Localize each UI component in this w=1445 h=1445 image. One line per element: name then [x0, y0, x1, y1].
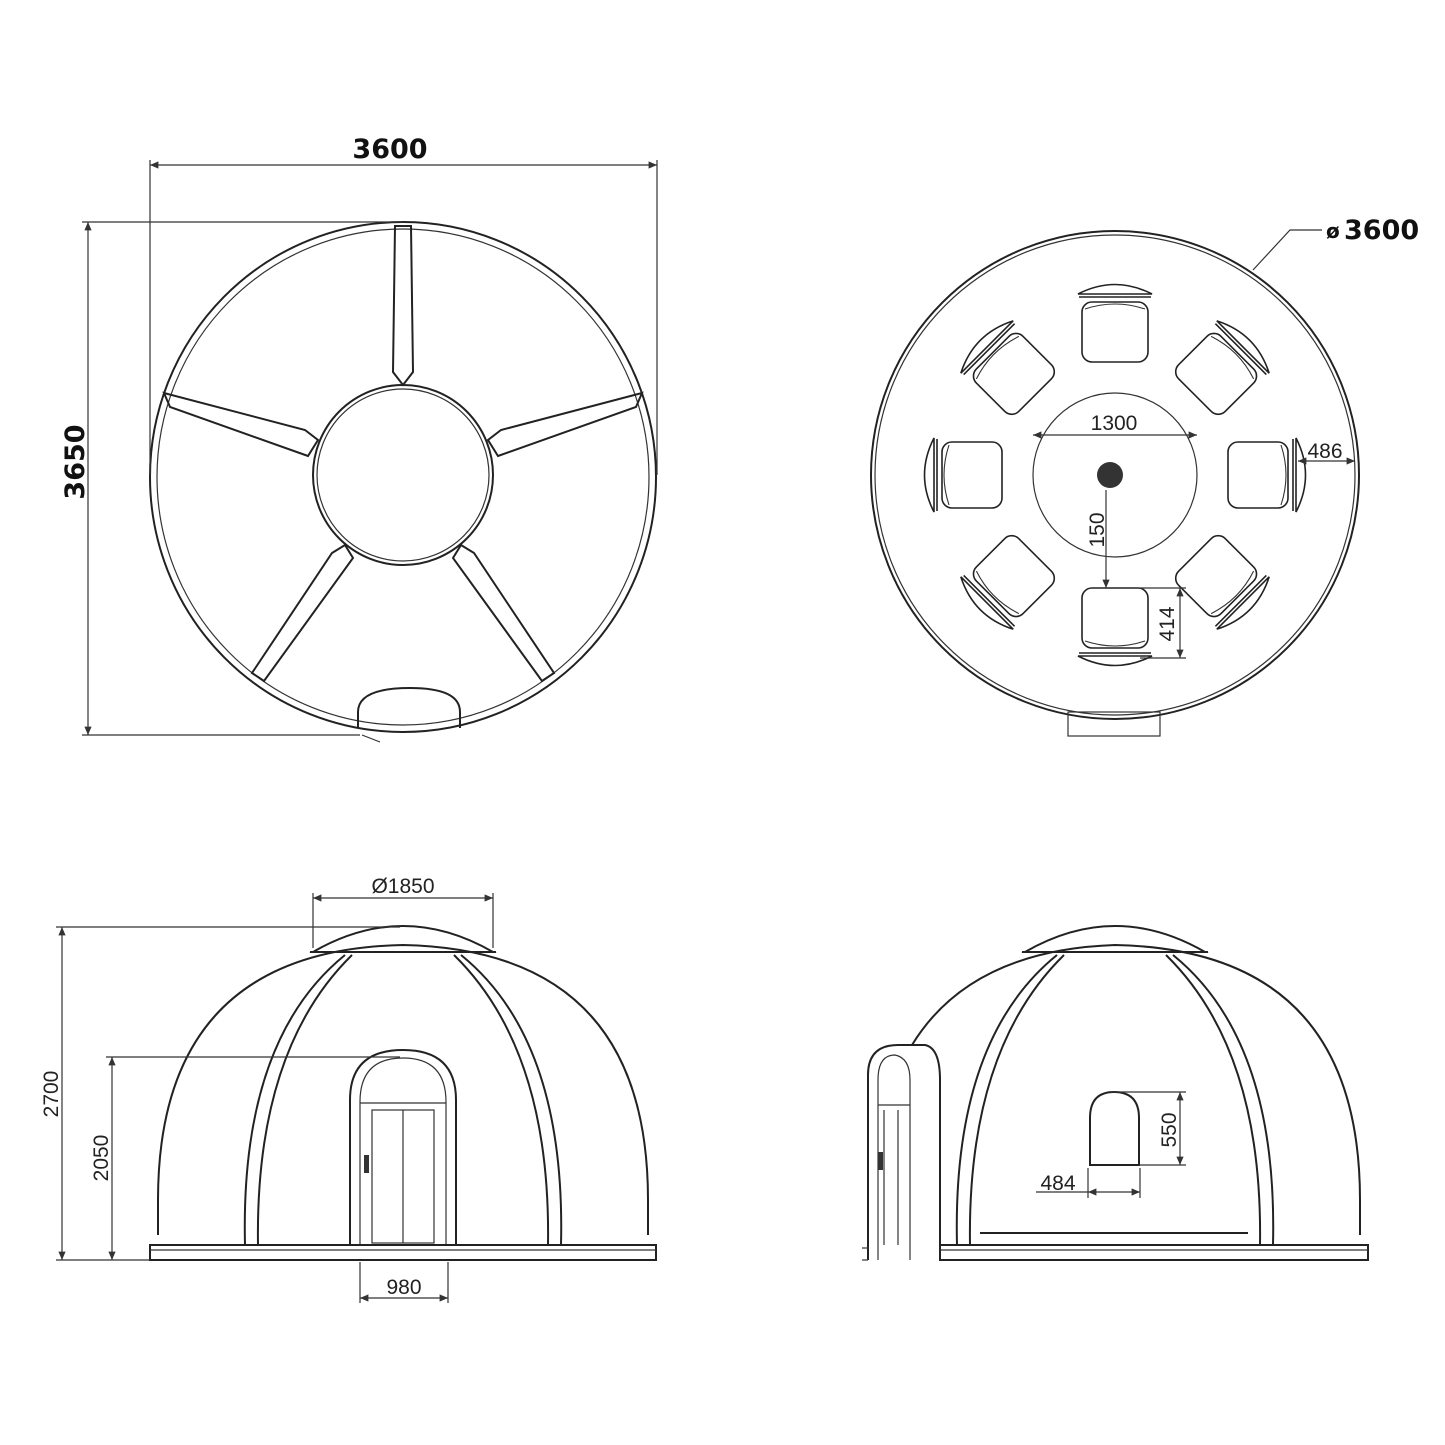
table-clearance-dimension: 150 [1086, 512, 1109, 547]
chair-depth-dimension: 414 [1156, 606, 1179, 641]
roof-plan-view: 3600 3650 [60, 134, 658, 743]
skylight-diameter-dimension: Ø1850 [371, 875, 434, 898]
skylight-cap [309, 925, 497, 953]
chair [1077, 587, 1153, 667]
chair [1174, 534, 1270, 630]
vestibule [867, 1044, 941, 1260]
floor-plan-view: ø 3600 1300 486 150 414 [870, 215, 1419, 737]
chair [960, 534, 1056, 630]
door-handle-icon [364, 1155, 369, 1173]
window [1089, 1090, 1140, 1166]
depth-dimension: 3650 [60, 424, 91, 499]
door-arch [349, 1048, 457, 1245]
skylight-cap [1021, 925, 1209, 953]
chair [1077, 283, 1153, 363]
chair [960, 320, 1056, 416]
chair [923, 437, 1003, 513]
diameter-symbol: ø [1326, 219, 1340, 243]
chair [1227, 437, 1307, 513]
chair [1174, 320, 1270, 416]
table [1032, 392, 1198, 558]
front-elevation-view: Ø1850 2700 2050 980 [40, 875, 657, 1303]
base-platform [939, 1244, 1369, 1261]
door-width-dimension: 980 [386, 1276, 421, 1299]
side-elevation-view: 550 484 [862, 925, 1369, 1261]
door-height-dimension: 2050 [90, 1135, 113, 1182]
entrance-outline [357, 686, 461, 728]
entrance-step [1067, 711, 1161, 737]
fire-pit-icon [1097, 462, 1123, 488]
height-dimension: 2700 [40, 1071, 63, 1118]
width-dimension: 3600 [352, 134, 427, 165]
table-diameter-dimension: 1300 [1091, 412, 1138, 435]
window-height-dimension: 550 [1158, 1112, 1181, 1147]
roof-ribs [162, 225, 644, 683]
floor-diameter-dimension: 3600 [1344, 215, 1419, 246]
base-platform [149, 1244, 657, 1261]
door-handle-icon [878, 1152, 883, 1170]
chair-gap-dimension: 486 [1307, 440, 1342, 463]
skylight-circle [312, 384, 494, 566]
chairs [923, 283, 1307, 667]
window-width-dimension: 484 [1040, 1172, 1075, 1195]
